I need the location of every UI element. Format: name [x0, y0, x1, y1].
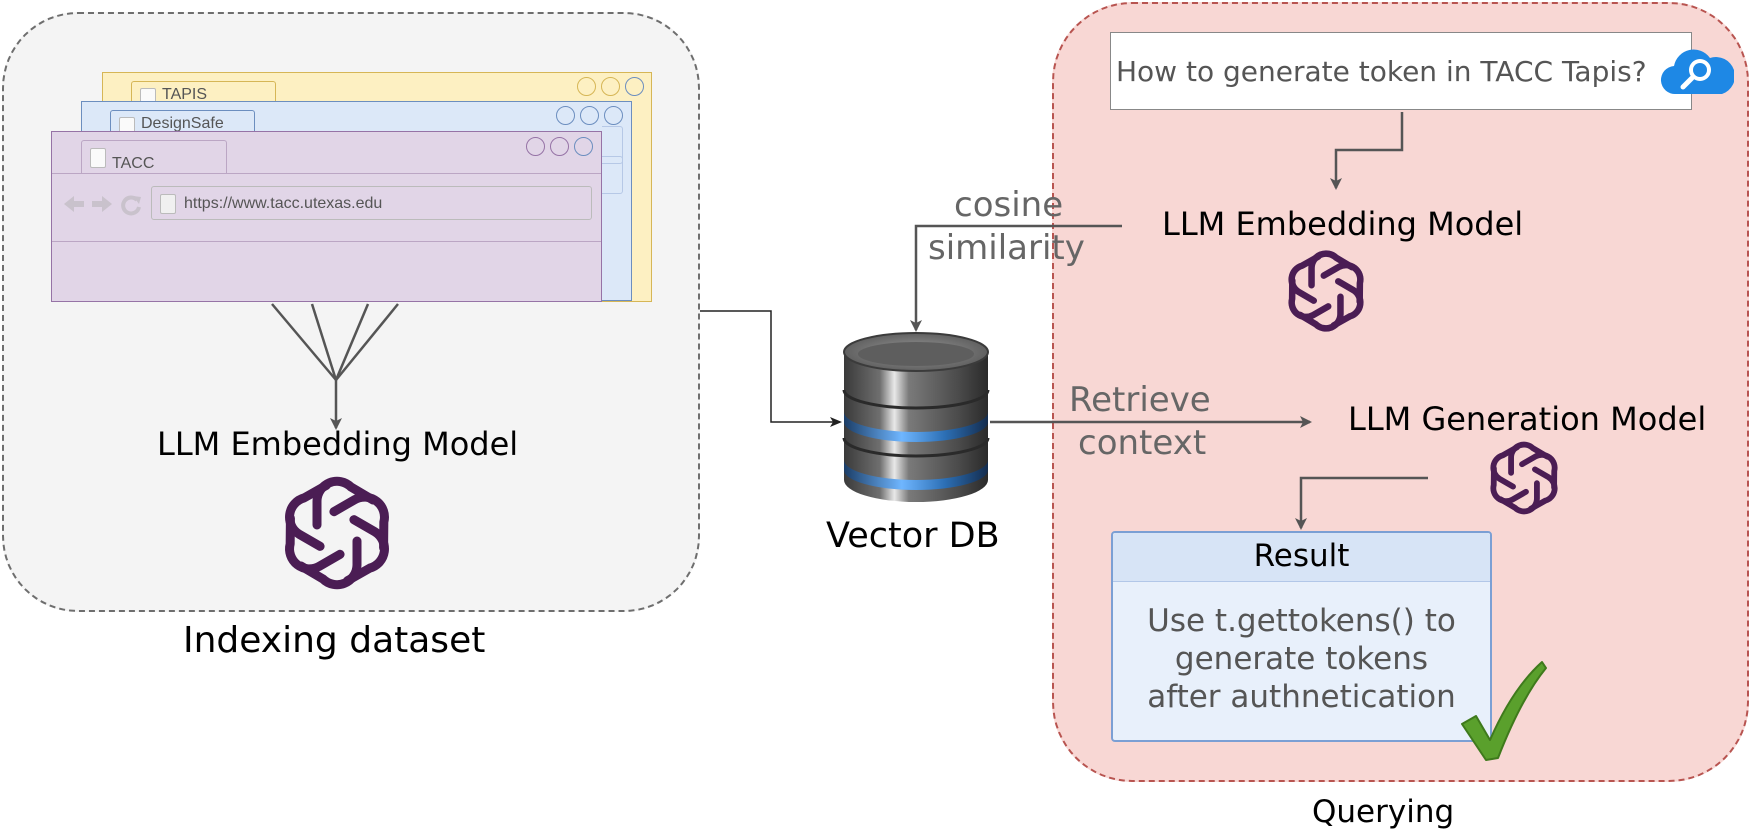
generation-model-label: LLM Generation Model	[1348, 400, 1707, 438]
window-control-icon	[625, 77, 644, 96]
database-icon	[842, 332, 990, 502]
browser-tab-label: TACC	[112, 155, 155, 172]
address-bar-fragment	[602, 126, 623, 164]
querying-title: Querying	[1312, 794, 1455, 830]
forward-arrow-icon	[92, 196, 112, 212]
query-input-box: How to generate token in TACC Tapis?	[1110, 32, 1692, 110]
back-arrow-icon	[64, 196, 84, 212]
window-control-icon	[604, 106, 623, 125]
result-line: Use t.gettokens() to	[1147, 603, 1456, 639]
document-icon	[160, 194, 176, 214]
cloud-search-icon	[1660, 49, 1734, 95]
result-card: Result Use t.gettokens() to generate tok…	[1111, 531, 1492, 742]
query-to-embedding-arrow	[1330, 112, 1404, 190]
indexing-to-db-arrow	[700, 310, 842, 427]
result-header: Result	[1113, 533, 1490, 582]
address-bar-url: https://www.tacc.utexas.edu	[184, 195, 383, 212]
result-body: Use t.gettokens() to generate tokens aft…	[1113, 582, 1490, 716]
cosine-similarity-arrow	[910, 224, 1122, 332]
toolbar-divider	[52, 241, 601, 242]
browser-window-tacc: TACC https://www.tacc.utexas.edu	[51, 131, 602, 302]
window-control-icon	[601, 77, 620, 96]
browser-tab-label: TAPIS	[162, 86, 208, 103]
openai-logo-icon	[1279, 244, 1373, 338]
vector-db-label: Vector DB	[826, 516, 1000, 556]
address-bar: https://www.tacc.utexas.edu	[151, 186, 592, 220]
window-control-icon	[580, 106, 599, 125]
querying-embedding-label: LLM Embedding Model	[1162, 205, 1524, 243]
query-text: How to generate token in TACC Tapis?	[1116, 55, 1647, 88]
browser-tab-tacc: TACC	[81, 140, 227, 174]
document-icon	[90, 148, 106, 168]
retrieve-label-line1: Retrieve	[1069, 380, 1211, 420]
checkmark-icon	[1461, 661, 1547, 761]
window-control-icon	[577, 77, 596, 96]
result-line: after authnetication	[1147, 679, 1456, 715]
retrieve-label-line2: context	[1078, 423, 1207, 463]
indexing-title: Indexing dataset	[183, 620, 486, 661]
window-control-icon	[550, 137, 569, 156]
cosine-label-line2: similarity	[928, 228, 1085, 268]
result-line: generate tokens	[1174, 641, 1429, 677]
openai-logo-icon	[272, 468, 402, 598]
indexing-embedding-label: LLM Embedding Model	[157, 425, 519, 463]
reload-icon	[121, 195, 141, 216]
cosine-label-line1: cosine	[954, 185, 1064, 225]
window-control-icon	[574, 137, 593, 156]
tab-strip-divider	[52, 173, 601, 174]
generation-to-result-arrow	[1295, 476, 1428, 530]
address-bar-fragment	[602, 156, 623, 194]
openai-logo-icon	[1482, 436, 1566, 520]
window-control-icon	[526, 137, 545, 156]
fan-in-connector	[271, 303, 399, 430]
window-control-icon	[556, 106, 575, 125]
browser-tab-label: DesignSafe	[141, 115, 224, 132]
